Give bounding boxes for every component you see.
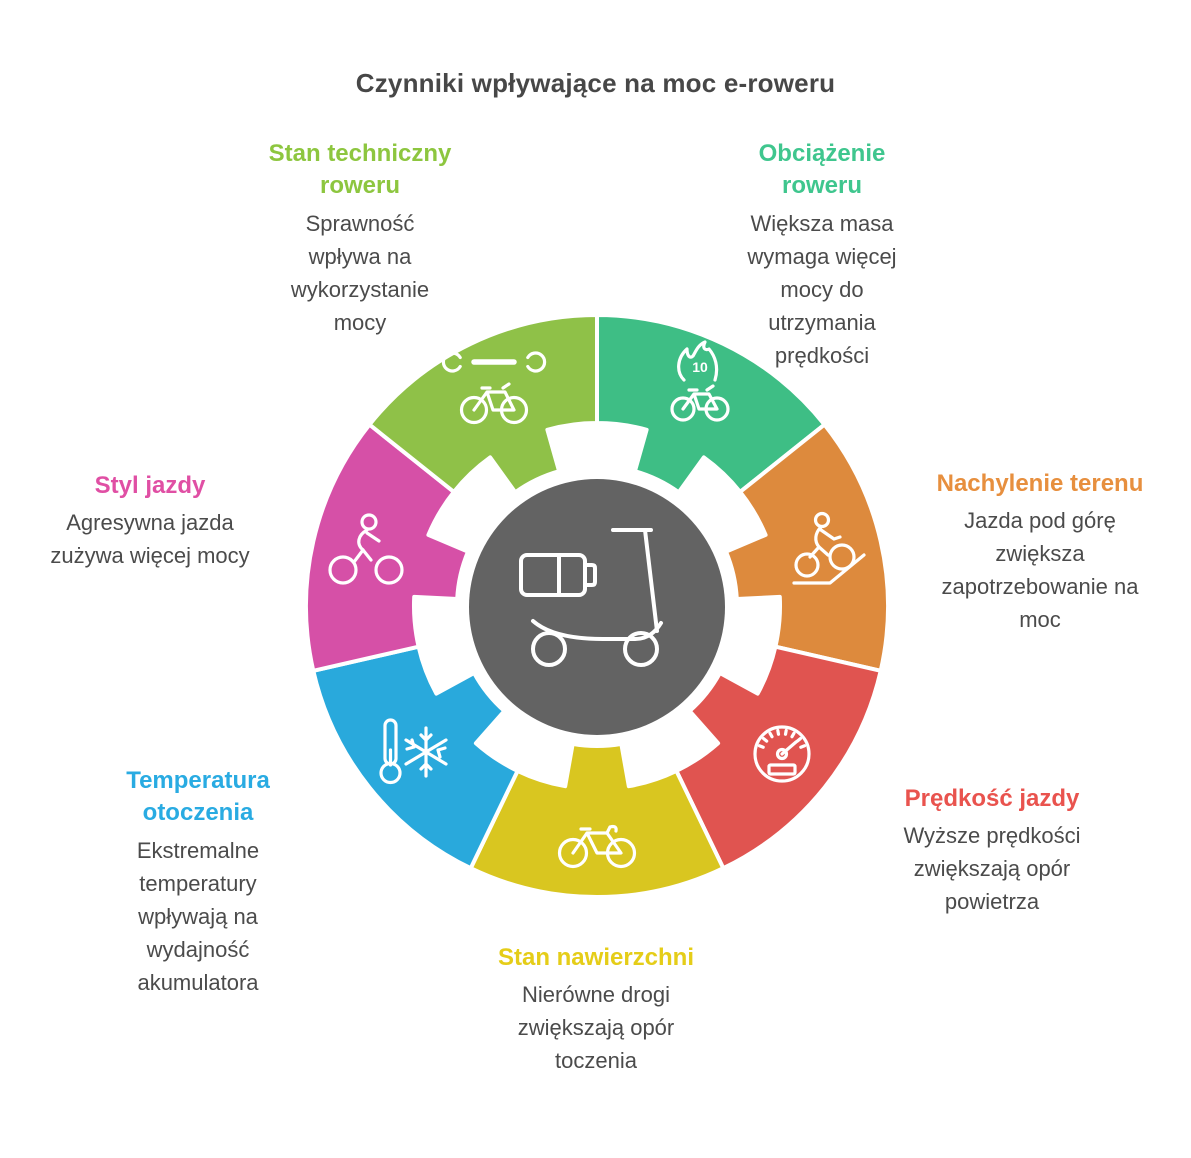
e-scooter-with-battery-icon <box>519 528 663 667</box>
bicycle-icon <box>557 824 637 869</box>
segment-heading: Temperatura otoczenia <box>126 767 270 827</box>
segment-label-stan-techniczny: Stan techniczny roweru Sprawność wpływa … <box>230 138 490 339</box>
center-circle <box>469 479 725 735</box>
segment-description: Sprawność wpływa na wykorzystanie mocy <box>290 210 430 335</box>
speedometer-icon <box>753 725 811 783</box>
svg-text:10: 10 <box>692 359 708 375</box>
segment-label-stan-nawierzchni: Stan nawierzchni Nierówne drogi zwiększa… <box>466 942 726 1077</box>
segment-label-styl-jazdy: Styl jazdy Agresywna jazda zużywa więcej… <box>50 470 250 572</box>
segment-description: Wyższe prędkości zwiększają opór powietr… <box>903 823 1081 915</box>
segment-label-nachylenie-terenu: Nachylenie terenu Jazda pod górę zwiększ… <box>910 468 1170 636</box>
segment-label-obciazenie-roweru: Obciążenie roweru Większa masa wymaga wi… <box>730 138 915 372</box>
segment-description: Większa masa wymaga więcej mocy do utrzy… <box>747 210 897 368</box>
segment-heading: Stan techniczny roweru <box>268 140 452 200</box>
segment-description: Jazda pod górę zwiększa zapotrzebowanie … <box>941 508 1139 633</box>
page-title: Czynniki wpływające na moc e-roweru <box>355 68 836 98</box>
segment-heading: Stan nawierzchni <box>497 944 695 971</box>
segment-description: Agresywna jazda zużywa więcej mocy <box>50 510 250 569</box>
segment-heading: Prędkość jazdy <box>904 785 1080 812</box>
segment-description: Ekstremalne temperatury wpływają na wyda… <box>136 837 260 995</box>
segment-description: Nierówne drogi zwiększają opór toczenia <box>517 982 675 1074</box>
segment-heading: Nachylenie terenu <box>936 470 1144 497</box>
wrench-bicycle-icon <box>441 351 547 425</box>
segment-heading: Styl jazdy <box>94 472 206 499</box>
segment-label-temperatura-otoczenia: Temperatura otoczenia Ekstremalne temper… <box>108 765 288 999</box>
uphill-cyclist-icon <box>792 511 866 585</box>
cyclist-icon <box>328 513 404 585</box>
segment-label-predkosc-jazdy: Prędkość jazdy Wyższe prędkości zwiększa… <box>862 783 1122 918</box>
bicycle-load-flame-icon: 10 <box>670 340 730 422</box>
segment-heading: Obciążenie roweru <box>758 140 886 200</box>
thermometer-snowflake-icon <box>379 718 448 785</box>
